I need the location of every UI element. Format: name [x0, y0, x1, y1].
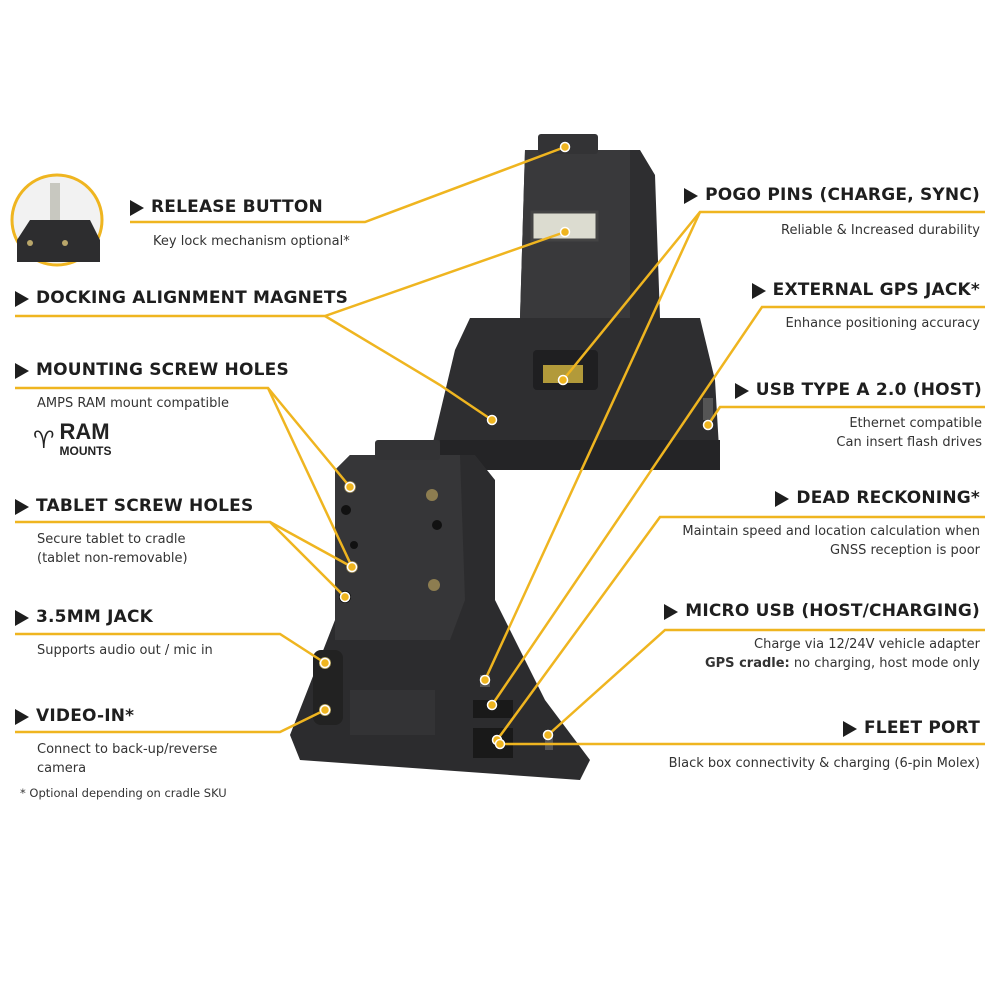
- leader-lines: [15, 145, 985, 746]
- callout-usb-type-a: USB TYPE A 2.0 (HOST) Ethernet compatibl…: [734, 380, 982, 452]
- triangle-bullet-icon: [751, 282, 766, 299]
- callout-dead-reckoning: DEAD RECKONING* Maintain speed and locat…: [682, 488, 980, 558]
- release-button-inset: [10, 173, 104, 267]
- callout-docking-magnets: DOCKING ALIGNMENT MAGNETS: [15, 288, 348, 309]
- ram-head-icon: ♈: [33, 425, 55, 454]
- triangle-bullet-icon: [15, 498, 29, 515]
- callout-external-gps-jack: EXTERNAL GPS JACK* Enhance positioning a…: [751, 280, 980, 333]
- triangle-bullet-icon: [775, 490, 790, 507]
- triangle-bullet-icon: [734, 382, 749, 399]
- callout-pogo-pins: POGO PINS (CHARGE, SYNC) Reliable & Incr…: [684, 185, 980, 240]
- ram-mounts-logo: ♈ RAM MOUNTS: [33, 419, 112, 459]
- triangle-bullet-icon: [842, 720, 857, 737]
- triangle-bullet-icon: [15, 362, 29, 379]
- cradle-front-view: [290, 440, 590, 780]
- callout-mounting-screw-holes: MOUNTING SCREW HOLES AMPS RAM mount comp…: [15, 360, 289, 413]
- callout-3-5mm-jack: 3.5MM JACK Supports audio out / mic in: [15, 607, 213, 660]
- callout-micro-usb: MICRO USB (HOST/CHARGING) Charge via 12/…: [664, 601, 980, 673]
- callout-fleet-port: FLEET PORT Black box connectivity & char…: [668, 718, 980, 771]
- triangle-bullet-icon: [15, 290, 29, 307]
- callout-video-in: VIDEO-IN* Connect to back-up/reverse cam…: [15, 706, 217, 778]
- callout-release-button: RELEASE BUTTON Key lock mechanism option…: [130, 197, 350, 251]
- triangle-bullet-icon: [664, 603, 679, 620]
- triangle-bullet-icon: [15, 708, 29, 725]
- triangle-bullet-icon: [684, 187, 699, 204]
- triangle-bullet-icon: [15, 609, 29, 626]
- triangle-bullet-icon: [130, 199, 144, 216]
- footnote: * Optional depending on cradle SKU: [20, 786, 227, 800]
- callout-tablet-screw-holes: TABLET SCREW HOLES Secure tablet to crad…: [15, 496, 253, 568]
- cradle-rear-view: [430, 134, 720, 470]
- callout-dots: [319, 141, 714, 750]
